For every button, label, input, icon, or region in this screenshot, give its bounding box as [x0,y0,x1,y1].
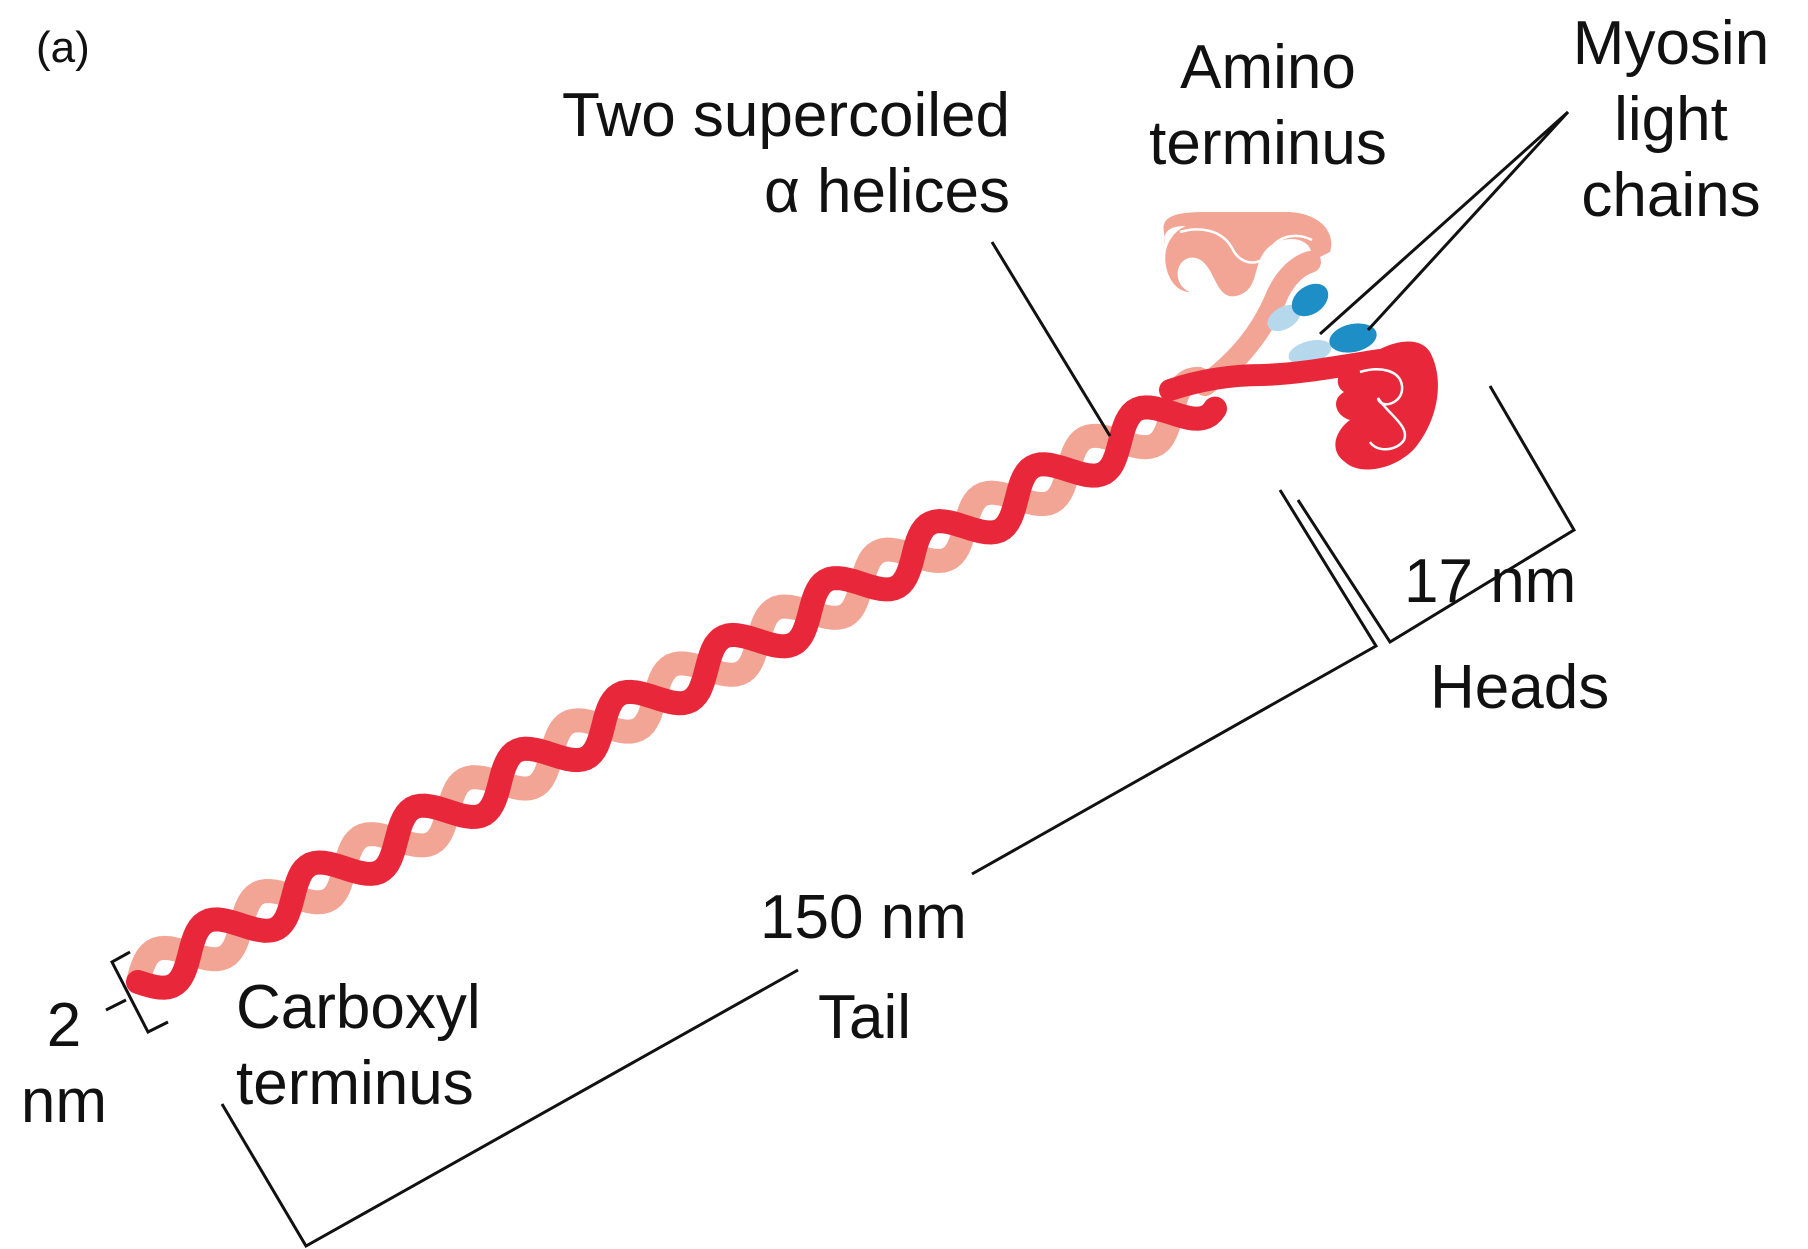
width-unit-label: nm [4,1064,124,1140]
supercoiled-leader-line [992,242,1110,436]
supercoiled-label-line1: Two supercoiled [430,78,1010,154]
heads-label: Heads [1430,650,1609,726]
light-chains-label-line2: light [1538,82,1804,158]
tail-label: Tail [818,980,911,1056]
width-value-label: 2 [14,988,114,1064]
panel-label: (a) [36,22,90,74]
light-chains-label-line3: chains [1538,158,1804,234]
tail-bracket-upper [972,490,1376,874]
heads-size-label: 17 nm [1404,544,1576,620]
carboxyl-terminus-label-line1: Carboxyl [236,970,481,1046]
carboxyl-terminus-label-line2: terminus [236,1046,474,1122]
light-chains-label-line1: Myosin [1538,6,1804,82]
amino-terminus-label-line2: terminus [1108,106,1428,182]
tail-size-label: 150 nm [760,880,967,956]
amino-terminus-label-line1: Amino [1108,30,1428,106]
supercoiled-tail [138,379,1215,988]
supercoiled-label-line2: α helices [430,154,1010,230]
